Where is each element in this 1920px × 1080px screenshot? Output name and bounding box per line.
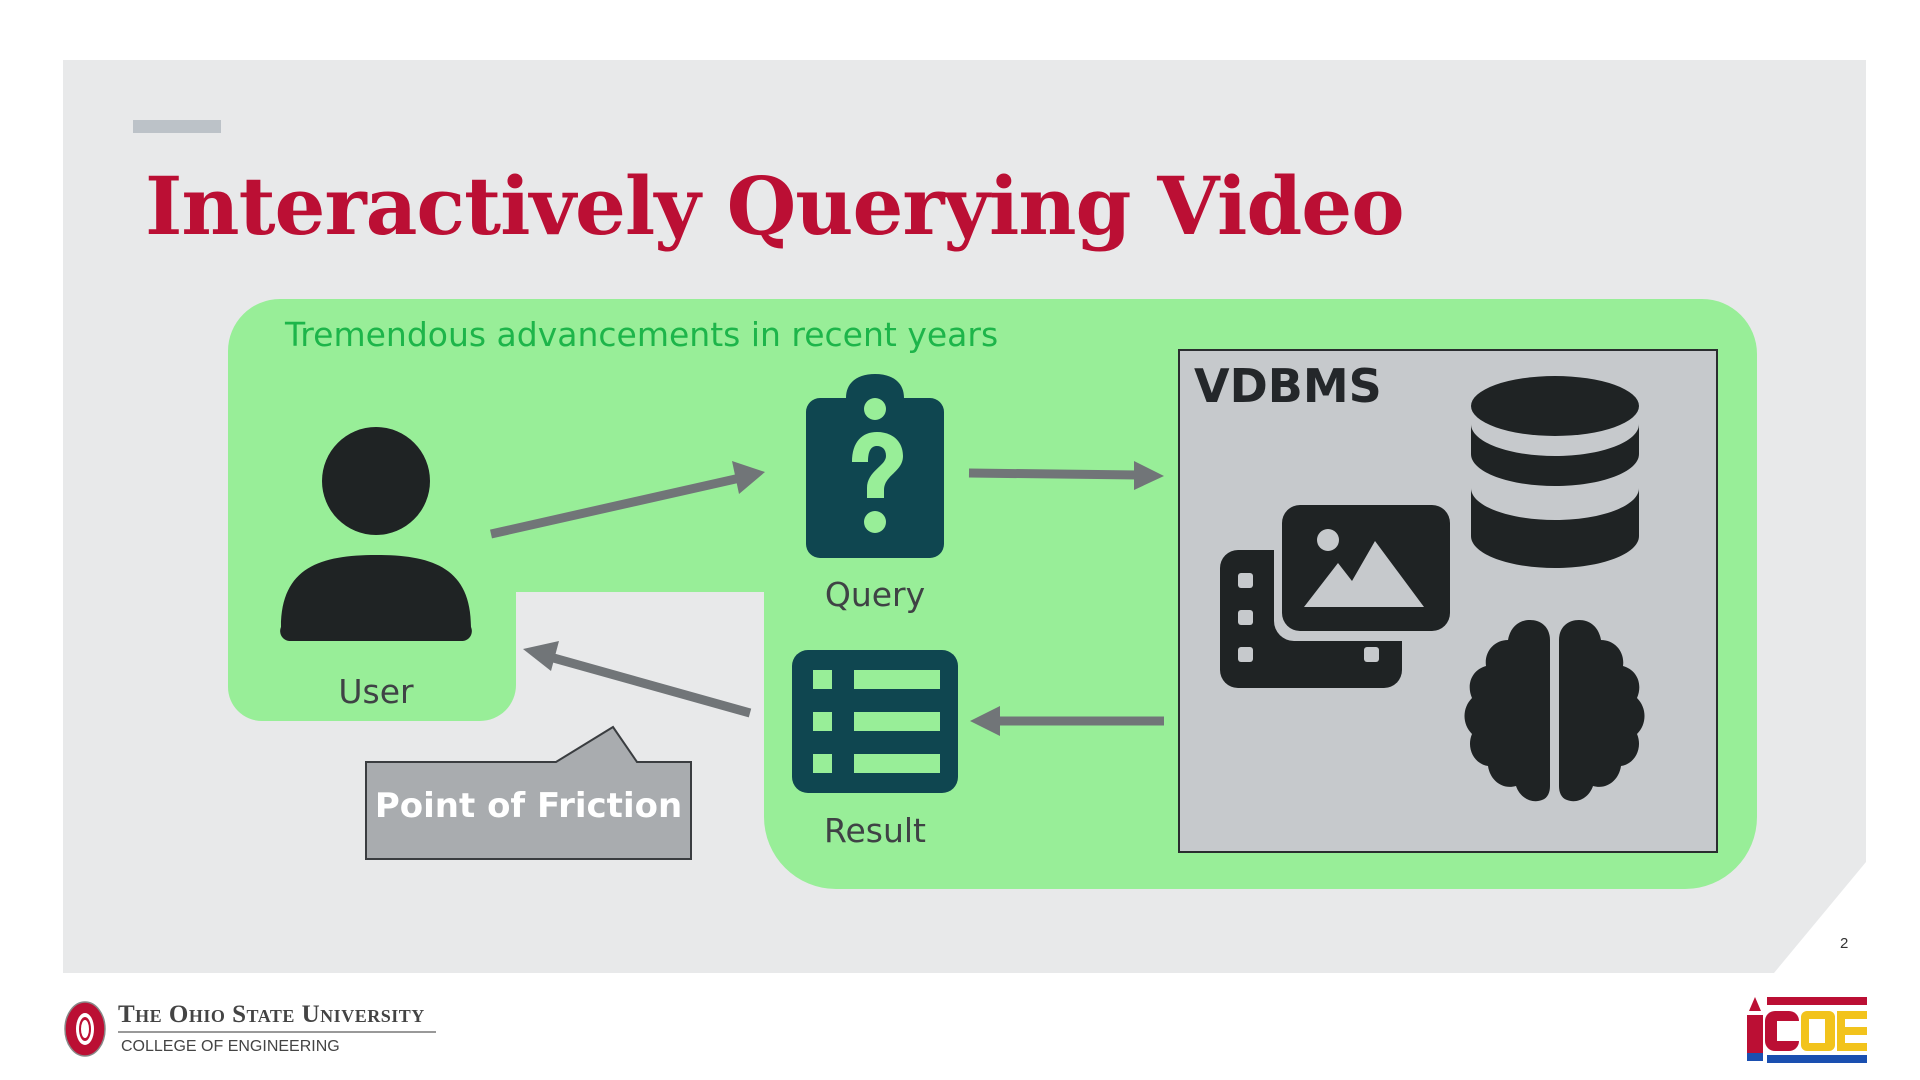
table-icon <box>792 650 958 793</box>
title-accent-bar <box>133 120 221 133</box>
query-label: Query <box>824 575 926 614</box>
ohio-state-block-o-logo <box>64 1001 106 1057</box>
vdbms-label: VDBMS <box>1194 359 1382 413</box>
university-name: The Ohio State University <box>118 1001 425 1028</box>
page-number: 2 <box>1840 935 1849 952</box>
brain-icon <box>1464 620 1645 802</box>
database-icon <box>1471 376 1639 568</box>
friction-callout-label: Point of Friction <box>374 786 683 826</box>
user-label: User <box>338 672 414 711</box>
user-to-query-arrow <box>490 461 765 539</box>
slide-title: Interactively Querying Video <box>145 159 1405 253</box>
images-icon <box>1220 505 1450 688</box>
clipboard-question-icon <box>806 374 944 558</box>
icde-logo <box>1747 997 1867 1063</box>
result-label: Result <box>824 811 926 850</box>
college-name: COLLEGE OF ENGINEERING <box>121 1038 340 1055</box>
panel-subtitle: Tremendous advancements in recent years <box>285 315 999 354</box>
user-icon <box>280 427 472 642</box>
query-to-vdbms-arrow <box>968 461 1164 490</box>
result-to-user-arrow <box>523 641 752 718</box>
vdbms-to-result-arrow <box>970 706 1164 736</box>
footer-divider <box>118 1031 436 1033</box>
